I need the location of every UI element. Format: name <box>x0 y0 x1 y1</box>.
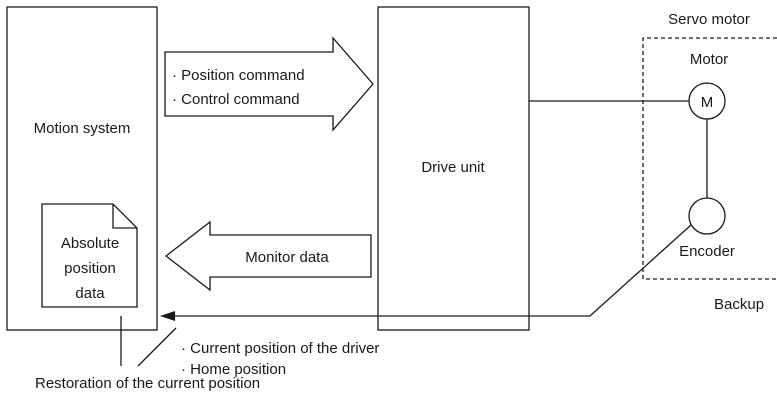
motion-system-label: Motion system <box>34 120 131 137</box>
monitor-data-arrow <box>164 220 372 292</box>
motor-label: Motor <box>690 51 728 68</box>
restoration-label: Restoration of the current position <box>35 375 260 392</box>
command-line-2: · Control command <box>172 91 300 108</box>
servo-motor-label: Servo motor <box>668 11 750 28</box>
command-line-1: · Position command <box>172 67 305 84</box>
document-line-1: Absolute <box>61 235 119 252</box>
encoder-circle <box>688 197 726 235</box>
feedback-line-1: · Current position of the driver <box>181 340 379 357</box>
drive-unit-block <box>377 6 530 331</box>
document-fold-icon <box>112 204 137 229</box>
backup-label: Backup <box>714 296 764 313</box>
command-arrow <box>164 36 374 132</box>
motor-symbol: M <box>701 94 714 111</box>
feedback-line-2: · Home position <box>181 361 286 378</box>
document-line-3: data <box>75 285 105 302</box>
drive-unit-label: Drive unit <box>421 159 485 176</box>
monitor-data-label: Monitor data <box>245 249 329 266</box>
absolute-position-data-document <box>41 203 138 308</box>
document-line-2: position <box>64 260 116 277</box>
restoration-leader-right <box>137 327 177 367</box>
encoder-feedback-line <box>174 224 692 317</box>
encoder-label: Encoder <box>679 243 735 260</box>
servo-motor-frame <box>642 37 777 280</box>
feedback-arrowhead-icon <box>160 311 175 321</box>
